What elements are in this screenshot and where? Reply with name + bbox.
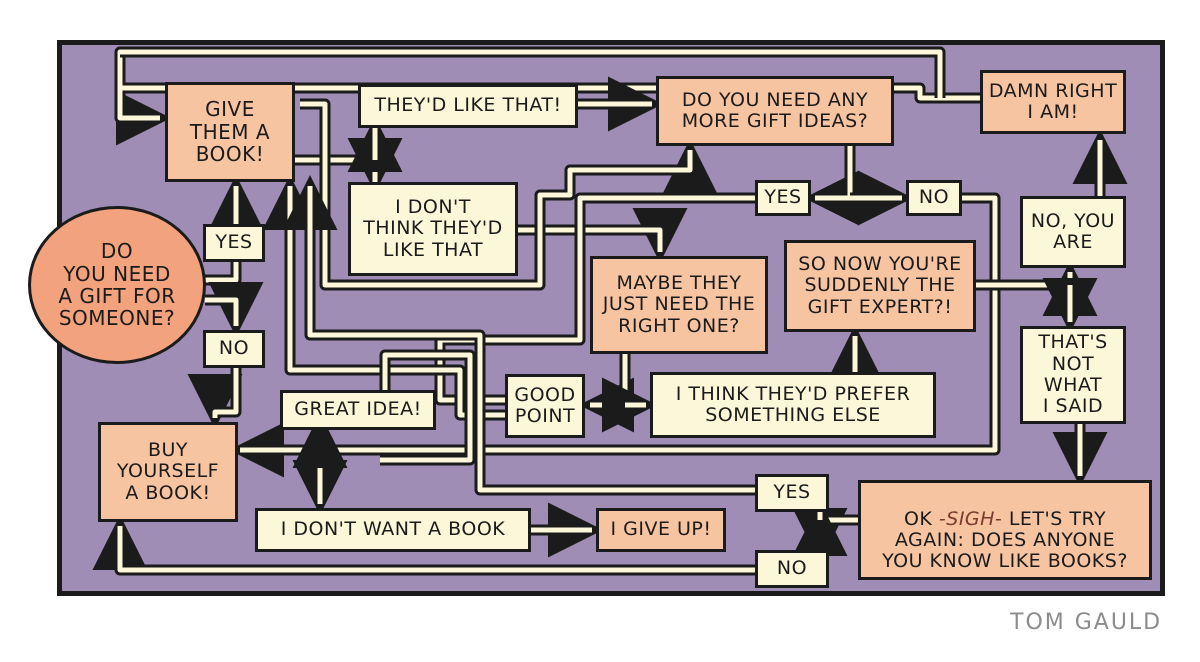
more-ideas-node: DO YOU NEED ANY MORE GIFT IDEAS? xyxy=(656,76,894,146)
gift-expert-node: SO NOW YOU'RE SUDDENLY THE GIFT EXPERT?! xyxy=(784,240,976,332)
theyd-like-that-node: THEY'D LIKE THAT! xyxy=(358,84,578,128)
try-again-prefix: OK xyxy=(903,507,939,530)
no-you-are-node: NO, YOU ARE xyxy=(1020,196,1126,268)
not-what-i-said-node: THAT'S NOT WHAT I SAID xyxy=(1020,326,1126,424)
no-label-3: NO xyxy=(755,550,829,588)
try-again-rest: LET'S TRY AGAIN: DOES ANYONE YOU KNOW LI… xyxy=(882,507,1128,573)
start-question-node: DO YOU NEED A GIFT FOR SOMEONE? xyxy=(28,206,206,364)
dont-want-book-node: I DON'T WANT A BOOK xyxy=(255,508,531,552)
buy-yourself-node: BUY YOURSELF A BOOK! xyxy=(98,422,238,522)
yes-label-1: YES xyxy=(203,224,265,262)
yes-label-3: YES xyxy=(755,474,829,512)
great-idea-node: GREAT IDEA! xyxy=(280,390,436,430)
no-label-2: NO xyxy=(906,180,962,216)
maybe-right-one-node: MAYBE THEY JUST NEED THE RIGHT ONE? xyxy=(590,256,768,354)
dont-think-node: I DON'T THINK THEY'D LIKE THAT xyxy=(348,182,518,276)
artist-signature: TOM GAULD xyxy=(1010,610,1163,635)
damn-right-node: DAMN RIGHT I AM! xyxy=(980,70,1126,134)
yes-label-2: YES xyxy=(755,180,811,216)
good-point-node: GOOD POINT xyxy=(505,374,585,438)
give-book-node: GIVE THEM A BOOK! xyxy=(165,82,295,182)
give-up-node: I GIVE UP! xyxy=(596,508,726,552)
no-label-1: NO xyxy=(203,330,265,368)
try-again-node: OK -SIGH- LET'S TRY AGAIN: DOES ANYONE Y… xyxy=(858,480,1152,580)
sigh-text: -SIGH- xyxy=(938,507,1003,530)
prefer-something-else-node: I THINK THEY'D PREFER SOMETHING ELSE xyxy=(650,372,936,438)
